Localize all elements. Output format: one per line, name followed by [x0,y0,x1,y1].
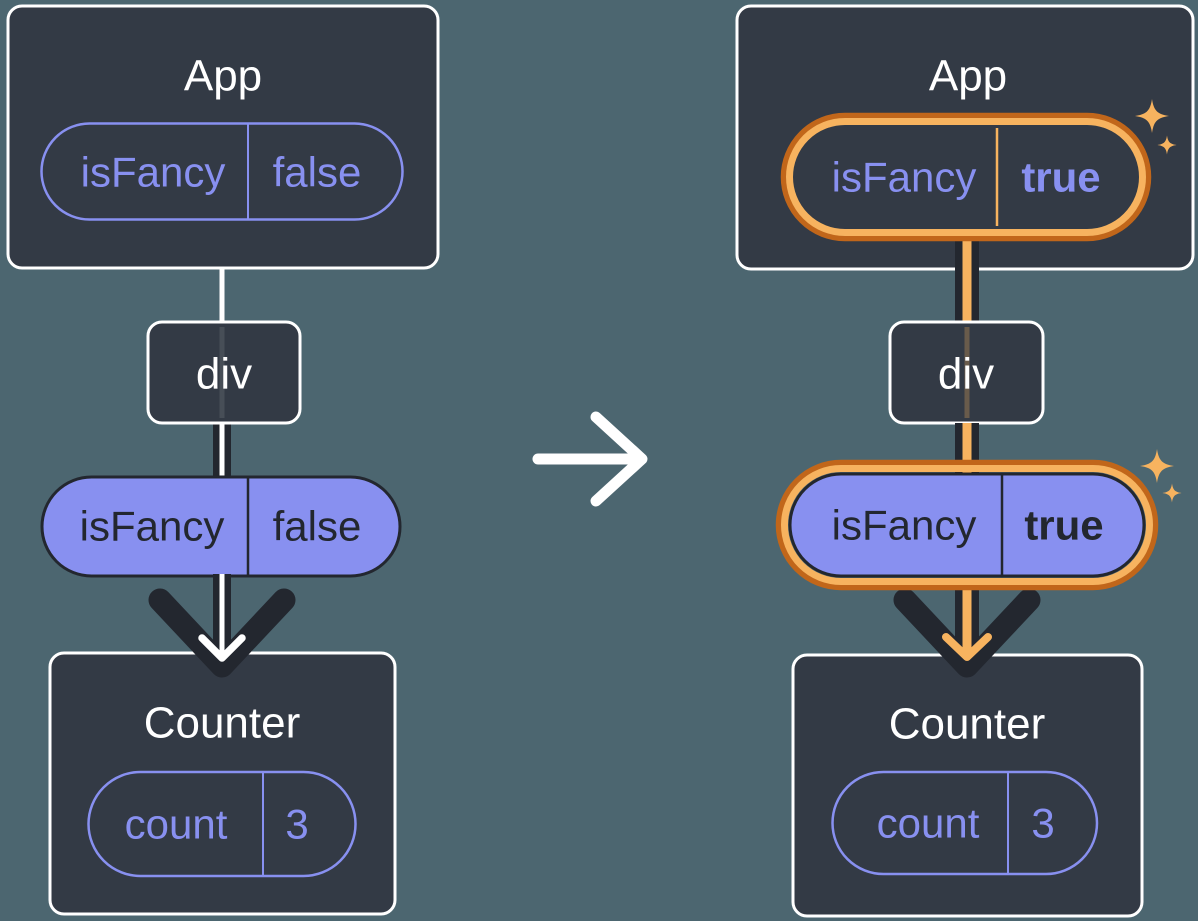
app-state-value: true [1021,154,1100,201]
app-state-name: isFancy [832,154,977,201]
app-title: App [929,52,1007,101]
before-diagram: App isFancy false div isFancy false Coun… [6,4,440,916]
div-card [146,320,302,425]
app-state-pill-highlight: isFancy true [780,112,1152,242]
after-diagram: App isFancy true div Counter count 3 [735,4,1195,918]
sparkle-icon [1135,99,1169,133]
counter-state-name: count [125,801,228,848]
app-card [6,4,440,270]
sparkle-icon [1140,449,1174,483]
transition-arrow-icon [532,411,648,507]
counter-state-pill [87,770,357,878]
prop-arrow-icon [148,574,296,678]
prop-name: isFancy [80,503,225,550]
prop-name: isFancy [832,502,977,549]
highlight-ring-outer [780,112,1152,242]
highlight-ring-inner [781,465,1153,585]
sparkle-icon-small [1162,483,1182,503]
div-passthrough-line [219,327,225,418]
counter-state-value: 3 [1031,800,1054,847]
sparkle-icon-small [1157,135,1177,155]
counter-state-name: count [877,800,980,847]
app-state-pill [40,122,404,221]
prop-arrow-icon [893,580,1041,678]
highlight-ring-inner [786,118,1146,236]
prop-pill-highlight: isFancy true [775,459,1159,591]
prop-value: false [273,503,362,550]
highlight-ring-outer [775,459,1159,591]
counter-state-value: 3 [285,801,308,848]
counter-card [791,653,1144,918]
div-label: div [196,350,252,399]
app-state-value: false [273,149,362,196]
div-label: div [938,350,994,399]
prop-pill [788,472,1146,578]
counter-state-pill [831,770,1099,876]
app-state-pill [793,125,1139,229]
div-passthrough-line [964,327,970,418]
app-title: App [184,52,262,101]
counter-title: Counter [144,699,301,748]
app-state-name: isFancy [81,149,226,196]
prop-value: true [1024,502,1103,549]
counter-title: Counter [889,700,1046,749]
